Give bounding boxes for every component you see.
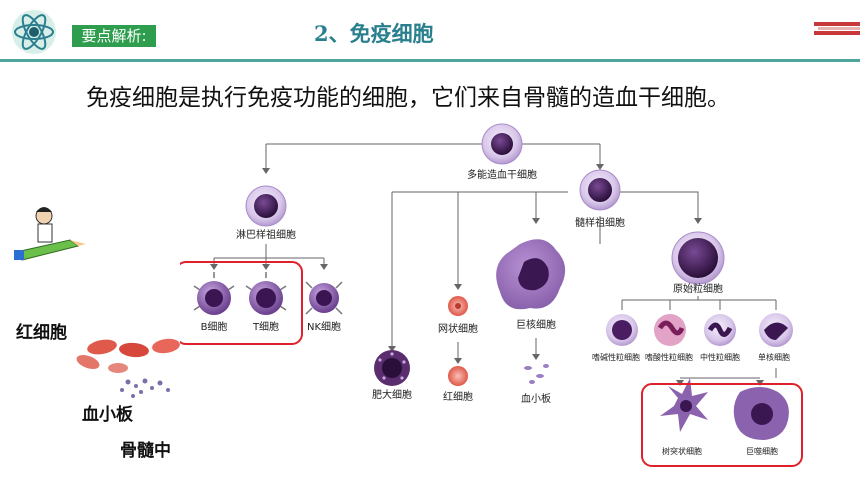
header-divider	[0, 59, 860, 62]
cell-t	[245, 272, 287, 315]
cell-hsc	[481, 123, 523, 165]
label-lymphoid: 淋巴样祖细胞	[236, 228, 296, 241]
label-mast: 肥大细胞	[372, 388, 412, 401]
label-rbc: 红细胞	[443, 390, 473, 403]
highlight-box-apc	[641, 383, 803, 467]
hematopoiesis-diagram: 多能造血干细胞 淋巴样祖细胞 髓样祖细胞 B细胞 T细胞 NK细胞 网状细胞 巨…	[180, 116, 808, 470]
label-eosinophil: 嗜酸性粒细胞	[645, 352, 693, 362]
side-label-rbc: 红细胞	[16, 323, 67, 343]
label-myeloblast: 原始粒细胞	[673, 282, 723, 295]
cell-rbc	[448, 366, 468, 386]
cell-monocyte	[759, 313, 793, 347]
cell-reticulocyte	[448, 296, 468, 316]
connector-lines	[213, 143, 777, 379]
label-myeloid: 髓样祖细胞	[575, 216, 625, 229]
cell-macrophage	[733, 387, 789, 440]
person-on-pencil-icon	[14, 207, 86, 261]
label-neutrophil: 中性粒细胞	[700, 352, 740, 362]
book-stack-icon	[814, 22, 860, 35]
label-basophil: 嗜碱性粒细胞	[592, 352, 640, 362]
cell-basophil	[606, 314, 638, 346]
label-nk: NK细胞	[307, 320, 341, 333]
cell-eosinophil	[654, 314, 686, 346]
label-megakaryocyte: 巨核细胞	[516, 318, 556, 331]
highlight-box-lymphocytes	[180, 261, 303, 345]
label-hsc: 多能造血干细胞	[467, 168, 537, 181]
slide-subtitle: 免疫细胞是执行免疫功能的细胞，它们来自骨髓的造血干细胞。	[86, 85, 730, 111]
cell-lymphoid-progenitor	[245, 185, 287, 227]
label-reticulocyte: 网状细胞	[438, 322, 478, 335]
label-monocyte: 单核细胞	[758, 352, 790, 362]
side-illustration: 红细胞 血小板 骨髓中	[0, 200, 182, 470]
cell-platelets	[524, 364, 549, 384]
cell-myeloblast	[671, 231, 725, 285]
atom-logo-icon	[12, 10, 56, 54]
label-dendritic: 树突状细胞	[662, 446, 702, 456]
label-b: B细胞	[201, 320, 228, 333]
section-badge: 要点解析:	[72, 25, 156, 47]
cell-mast	[374, 350, 410, 386]
cell-b	[193, 272, 235, 315]
cell-myeloid-progenitor	[579, 169, 621, 211]
side-label-marrow: 骨髓中	[120, 441, 171, 461]
side-label-platelet: 血小板	[82, 405, 133, 425]
cell-megakaryocyte	[496, 239, 566, 310]
label-platelet: 血小板	[521, 392, 551, 405]
red-blood-cells-icon	[76, 338, 180, 373]
slide-title: 2、免疫细胞	[314, 21, 434, 46]
cell-nk	[305, 281, 343, 315]
cell-neutrophil	[704, 314, 736, 346]
label-macrophage: 巨噬细胞	[746, 446, 778, 456]
platelets-icon	[120, 378, 170, 398]
cell-dendritic	[660, 378, 708, 432]
label-t: T细胞	[252, 320, 279, 333]
